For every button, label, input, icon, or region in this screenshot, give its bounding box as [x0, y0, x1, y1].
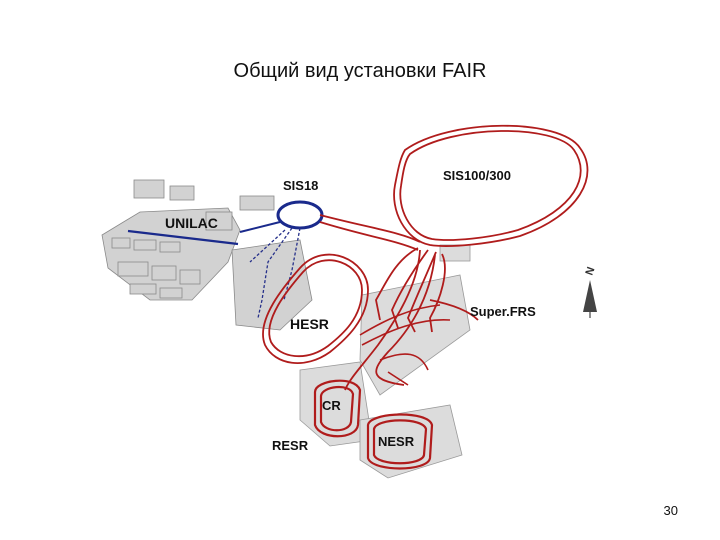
north-arrow-icon: N	[583, 265, 598, 318]
existing-gsi-buildings	[101, 179, 313, 331]
unilac-linac	[127, 221, 281, 246]
nesr-ring	[366, 413, 434, 470]
fair-buildings	[299, 244, 471, 479]
nesr-label: NESR	[378, 434, 415, 449]
hesr-label: HESR	[290, 316, 329, 332]
beam-transport-lines	[319, 214, 479, 391]
unilac-label: UNILAC	[165, 215, 218, 231]
existing-transfer-lines	[249, 227, 301, 319]
sis100-300-label: SIS100/300	[443, 168, 511, 183]
super-frs-lines	[359, 304, 451, 386]
sis100-300-ring	[393, 124, 589, 247]
slide-title: Общий вид установки FAIR	[233, 60, 487, 82]
sis18-ring	[276, 200, 324, 230]
sis18-label: SIS18	[283, 178, 318, 193]
cr-label: CR	[322, 398, 341, 413]
hesr-ring	[262, 253, 369, 364]
resr-label: RESR	[272, 438, 309, 453]
cr-resr-rings	[313, 379, 362, 438]
north-label: N	[584, 265, 598, 277]
page-number: 30	[663, 503, 678, 518]
super-frs-label: Super.FRS	[470, 304, 536, 319]
